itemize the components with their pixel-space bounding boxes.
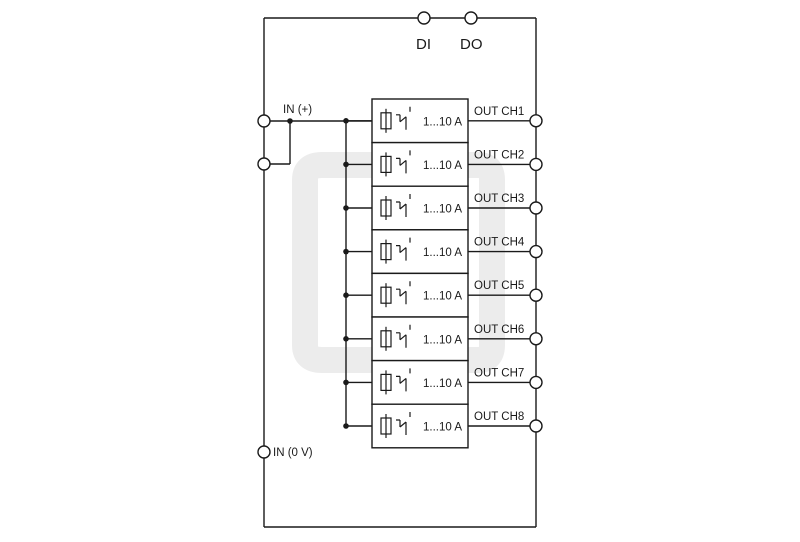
channel-cell <box>371 403 469 449</box>
channel-output-label: OUT CH2 <box>474 149 524 161</box>
channel-module: 1...10 A OUT CH1 1...10 A OUT CH2 1...10 A OU… <box>346 98 543 449</box>
channel-row: 1...10 A OUT CH3 <box>346 185 543 246</box>
channel-row: 1...10 A OUT CH7 <box>346 359 543 420</box>
relay-contact-icon <box>396 194 411 217</box>
channel-output-label: OUT CH1 <box>474 106 524 118</box>
terminal-in-plus[interactable] <box>257 114 271 128</box>
channel-cell <box>371 185 469 231</box>
relay-contact-icon <box>396 237 411 261</box>
frame-wires <box>263 17 537 528</box>
top-terminals: DI DO <box>416 11 483 53</box>
label-di: DI <box>416 36 431 53</box>
channel-row: 1...10 A OUT CH5 <box>346 272 543 333</box>
channel-row: 1...10 A OUT CH4 <box>346 229 543 290</box>
relay-contact-icon <box>396 281 411 305</box>
channel-rating-label: 1...10 A <box>423 378 462 390</box>
terminal-di[interactable] <box>417 11 431 25</box>
output-terminal[interactable] <box>529 288 543 302</box>
channel-output-label: OUT CH3 <box>474 193 524 205</box>
left-terminals: IN (+) IN (0 V) <box>257 104 313 459</box>
output-terminal[interactable] <box>529 157 543 172</box>
channel-rating-label: 1...10 A <box>423 422 462 434</box>
relay-contact-icon <box>396 150 411 174</box>
output-terminal[interactable] <box>529 244 543 259</box>
channel-output-label: OUT CH6 <box>474 324 524 336</box>
channel-row: 1...10 A OUT CH1 <box>346 98 543 159</box>
channel-rating-label: 1...10 A <box>423 160 462 172</box>
channel-rating-label: 1...10 A <box>423 204 462 216</box>
channel-cell <box>371 359 469 405</box>
label-in-zero: IN (0 V) <box>273 447 313 459</box>
channel-cell <box>371 272 469 318</box>
terminal-in-plus-bridge[interactable] <box>257 157 271 171</box>
junction-dot <box>287 118 293 124</box>
watermark-shape <box>292 152 505 373</box>
output-terminal[interactable] <box>529 332 543 346</box>
channel-rating-label: 1...10 A <box>423 291 462 303</box>
relay-contact-icon <box>396 412 411 435</box>
terminal-in-zero[interactable] <box>257 445 271 459</box>
channel-row: 1...10 A OUT CH8 <box>346 403 543 449</box>
channel-rating-label: 1...10 A <box>423 116 462 128</box>
output-terminal[interactable] <box>529 114 543 128</box>
terminal-do[interactable] <box>464 11 478 25</box>
output-terminal[interactable] <box>529 201 543 215</box>
channel-output-label: OUT CH7 <box>474 367 524 379</box>
channel-output-label: OUT CH5 <box>474 280 524 292</box>
channel-cell <box>371 98 469 144</box>
label-do: DO <box>460 36 483 53</box>
label-in-plus: IN (+) <box>283 104 312 116</box>
channel-row: 1...10 A OUT CH2 <box>346 141 543 202</box>
output-terminal[interactable] <box>529 419 543 433</box>
channel-output-label: OUT CH8 <box>474 411 524 423</box>
output-terminal[interactable] <box>529 375 543 390</box>
relay-contact-icon <box>396 368 411 392</box>
channel-output-label: OUT CH4 <box>474 237 525 249</box>
channel-rating-label: 1...10 A <box>423 334 462 346</box>
channel-rating-label: 1...10 A <box>423 247 462 259</box>
relay-contact-icon <box>396 324 411 348</box>
relay-contact-icon <box>396 106 411 130</box>
channel-row: 1...10 A OUT CH6 <box>346 316 543 377</box>
